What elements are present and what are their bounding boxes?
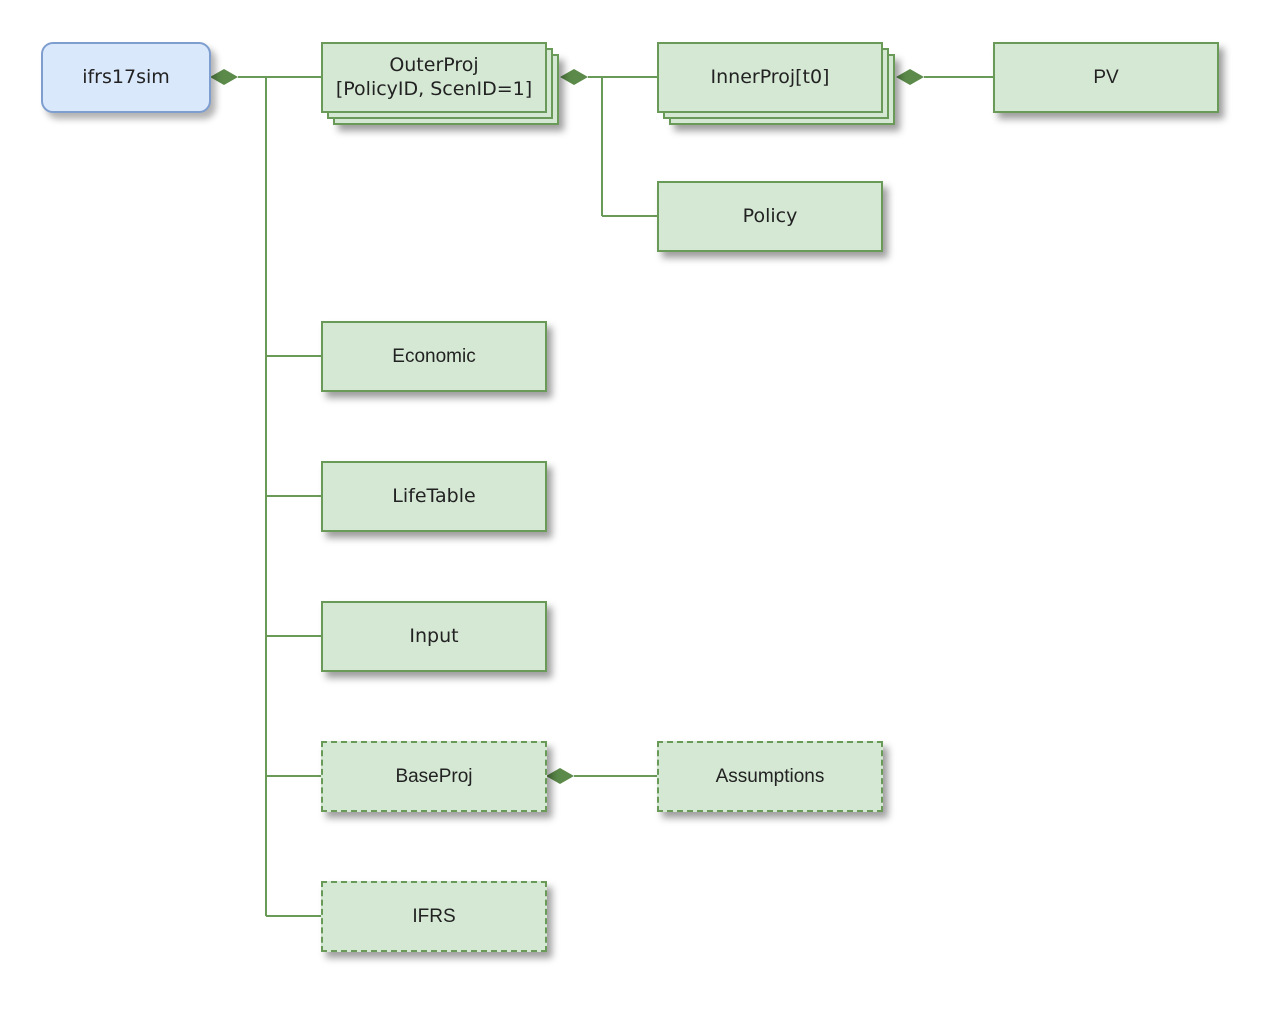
node-outerproj-params: [PolicyID, ScenID=1] xyxy=(335,77,533,100)
node-pv-label: PV xyxy=(1093,66,1119,88)
node-ifrs-label: IFRS xyxy=(412,905,456,927)
node-outerproj-stack[interactable]: OuterProj [PolicyID, ScenID=1] xyxy=(321,42,559,125)
composition-diamond-baseproj xyxy=(546,768,574,784)
node-policy[interactable]: Policy xyxy=(657,181,883,252)
composition-diamond-root xyxy=(210,69,238,85)
node-pv[interactable]: PV xyxy=(993,42,1219,113)
node-policy-label: Policy xyxy=(742,204,798,227)
node-economic-label: Economic xyxy=(392,345,476,367)
node-innerproj-label: InnerProj[t0] xyxy=(710,65,830,88)
composition-diamond-innerproj xyxy=(896,69,924,85)
node-input[interactable]: Input xyxy=(321,601,547,672)
node-ifrs[interactable]: IFRS xyxy=(321,881,547,952)
node-innerproj[interactable]: InnerProj[t0] xyxy=(657,42,883,113)
node-lifetable[interactable]: LifeTable xyxy=(321,461,547,532)
node-economic[interactable]: Economic xyxy=(321,321,547,392)
node-assumptions[interactable]: Assumptions xyxy=(657,741,883,812)
composition-diamond-outerproj xyxy=(560,69,588,85)
node-lifetable-label: LifeTable xyxy=(392,484,476,507)
node-outerproj[interactable]: OuterProj [PolicyID, ScenID=1] xyxy=(321,42,547,113)
node-assumptions-label: Assumptions xyxy=(715,765,825,787)
node-outerproj-title: OuterProj xyxy=(389,53,479,76)
node-ifrs17sim[interactable]: ifrs17sim xyxy=(41,42,211,113)
node-baseproj-label: BaseProj xyxy=(395,765,473,787)
node-ifrs17sim-label: ifrs17sim xyxy=(82,65,170,88)
node-input-label: Input xyxy=(409,624,459,647)
node-baseproj[interactable]: BaseProj xyxy=(321,741,547,812)
node-innerproj-stack[interactable]: InnerProj[t0] xyxy=(657,42,895,125)
